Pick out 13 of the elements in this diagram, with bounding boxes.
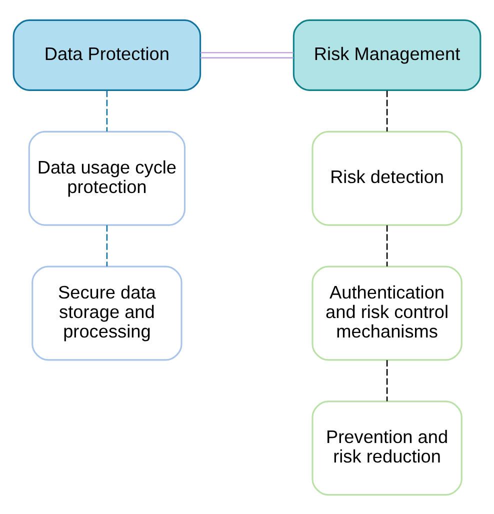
node-box: Data usage cycle protection (28, 130, 186, 226)
node-box: Risk detection (312, 130, 462, 226)
connector (106, 90, 108, 131)
node-box: Authentication and risk control mechanisms (312, 265, 462, 360)
connector (386, 360, 388, 401)
node-box: Secure data storage and processing (32, 265, 182, 360)
node-box: Risk Management (292, 18, 482, 90)
node-box: Data Protection (12, 18, 202, 90)
connector (386, 90, 388, 131)
connector (386, 224, 388, 266)
connector (106, 224, 108, 266)
node-box: Prevention and risk reduction (312, 400, 462, 496)
connector (200, 51, 294, 58)
